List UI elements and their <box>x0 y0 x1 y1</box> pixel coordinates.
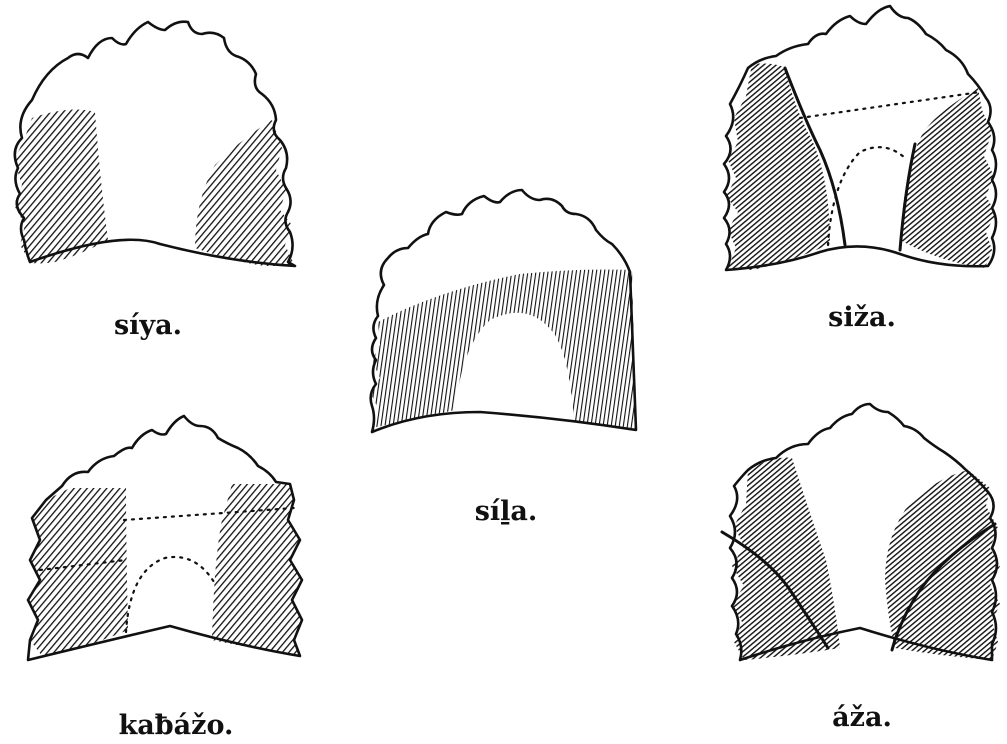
palate-diagram-aza: áža. <box>722 404 1000 733</box>
palate-diagram-siza: sižа. <box>724 6 996 333</box>
tongue-contact-left <box>28 488 128 656</box>
caption-siya: síya. <box>114 310 182 341</box>
palate-diagram-siya: síya. <box>14 22 295 341</box>
caption-sila: síḻa. <box>475 496 538 527</box>
tongue-contact-arch <box>370 270 636 431</box>
caption-kabazo: kaƀážo. <box>119 710 234 741</box>
caption-aza: áža. <box>832 702 892 733</box>
tongue-contact-right <box>900 88 996 268</box>
dotted-arch <box>126 557 214 632</box>
tongue-contact-right <box>212 484 302 656</box>
tongue-contact-left <box>726 64 830 271</box>
tongue-contact-left <box>14 110 108 264</box>
caption-siza: sižа. <box>828 302 896 333</box>
tongue-contact-left <box>732 458 840 661</box>
palate-diagram-sila: síḻa. <box>370 190 636 527</box>
dotted-arch <box>828 147 905 245</box>
palate-diagram-kabazo: kaƀážo. <box>28 416 302 741</box>
